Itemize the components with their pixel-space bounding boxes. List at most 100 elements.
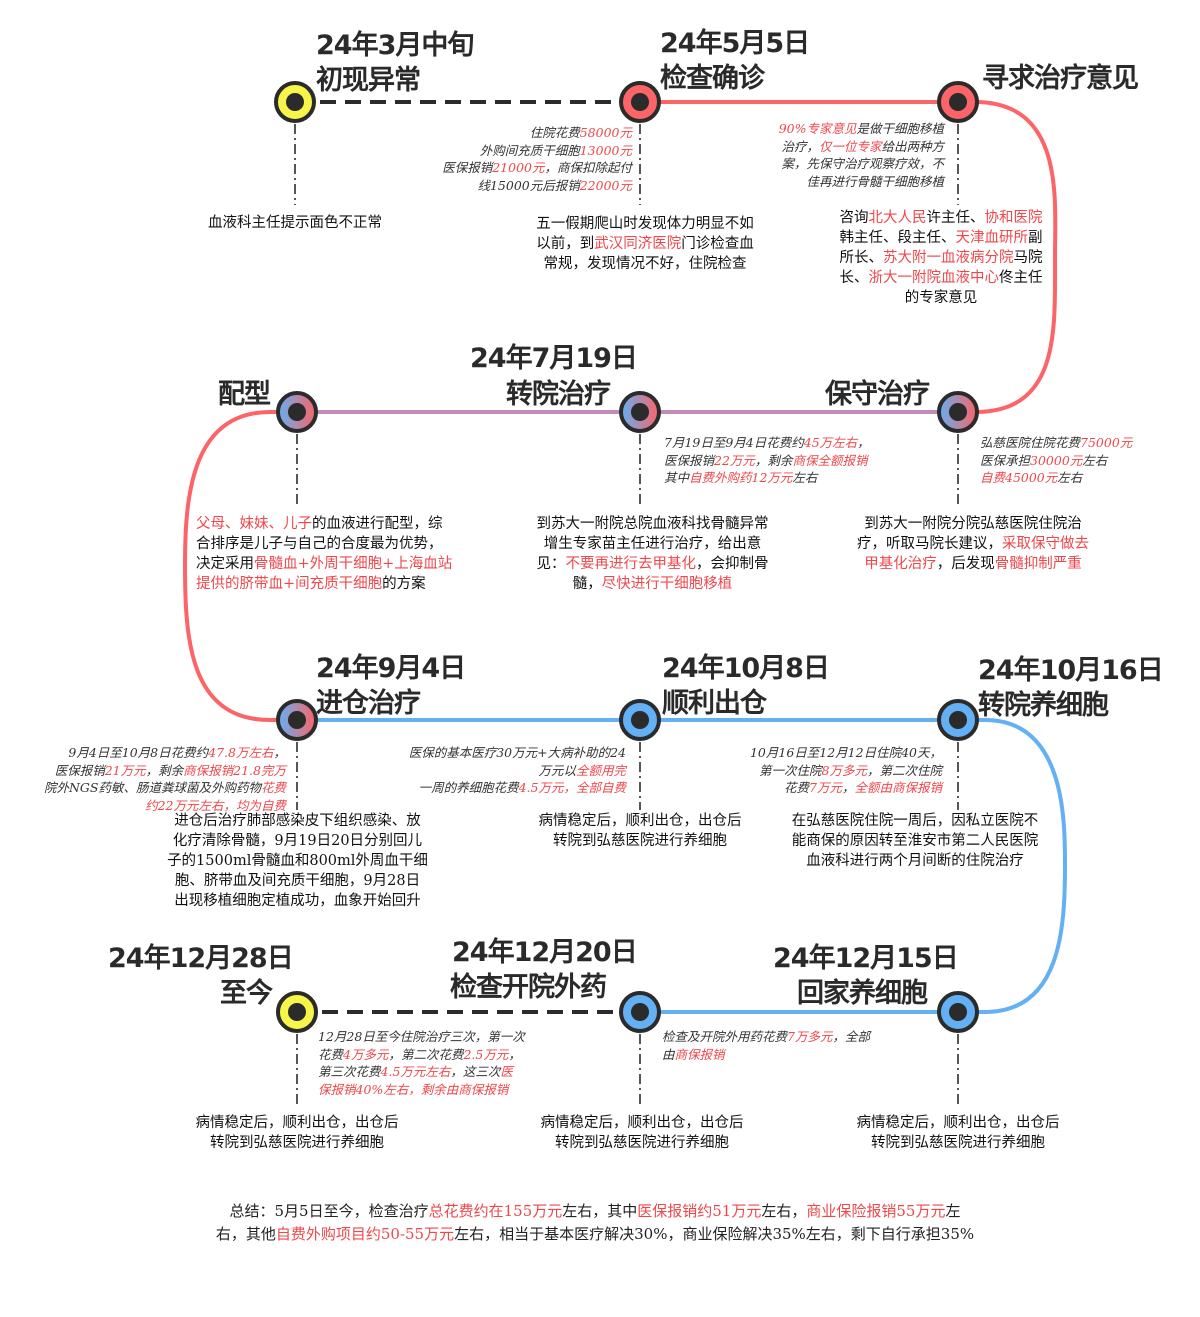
text-segment: 韩主任、段主任、 — [839, 230, 956, 246]
text-segment: 案，先保守治疗观察疗效，不 — [781, 156, 944, 171]
text-segment: 12月28日至今住院治疗三次，第一次 — [318, 1029, 525, 1044]
text-segment: 所长、 — [839, 250, 884, 266]
highlight-text: 90%专家意见 — [778, 121, 857, 136]
highlight-text: 医 — [500, 1064, 513, 1079]
highlight-text: 58000元 — [579, 125, 632, 140]
text-segment: 五一假期爬山时发现体力明显不如 — [536, 216, 754, 232]
highlight-text: 全额由商保报销 — [854, 780, 942, 795]
highlight-text: 自费外购项目约50-55万元 — [275, 1225, 455, 1243]
cost-note: 9月4日至10月8日花费约47.8万左右，医保报销21万元，剩余商保报销21.8… — [20, 744, 286, 814]
text-segment: 院外NGS药敏、肠道粪球菌及外购药物 — [43, 780, 261, 795]
text-segment: 弘慈医院住院花费 — [980, 435, 1081, 450]
milestone-label: 初现异常 — [316, 65, 421, 96]
event-description: 进仓后治疗肺部感染皮下组织感染、放化疗清除骨髓，9月19日20日分别回儿子的15… — [160, 811, 435, 911]
milestone-label: 检查确诊 — [660, 63, 765, 94]
text-segment: ， — [508, 1046, 521, 1062]
milestone-label: 顺利出仓 — [662, 688, 767, 719]
timeline-node — [937, 81, 979, 123]
highlight-text: 骨髓血+外周干细胞+上海血站 — [254, 556, 453, 572]
highlight-text: 2.5万元 — [463, 1046, 509, 1062]
text-segment: ，会抑制骨 — [696, 556, 769, 572]
highlight-text: 自费外购药12万元 — [689, 470, 793, 485]
text-segment: 病情稳定后，顺利出仓，出仓后 — [195, 1115, 399, 1131]
timeline-node — [619, 699, 661, 741]
cost-note: 住院花费58000元外购间充质干细胞13000元医保报销21000元，商保扣除起… — [400, 124, 632, 194]
highlight-text: 30000元 — [1030, 452, 1083, 468]
text-segment: 副 — [1028, 230, 1043, 246]
text-segment: 以前，到 — [536, 236, 595, 252]
text-segment: ，第二次住院 — [866, 762, 942, 778]
highlight-text: 父母、妹妹、儿子 — [196, 516, 312, 532]
text-segment: 佳再进行骨髓干细胞移植 — [806, 173, 944, 189]
text-segment: 胞、脐带血及间充质干细胞，9月28日 — [174, 873, 421, 889]
highlight-text: 采取保守做去 — [1002, 536, 1089, 552]
text-segment: ，全部 — [832, 1029, 870, 1044]
highlight-text: 4万多元 — [343, 1046, 389, 1062]
text-segment: ，剩余 — [145, 762, 184, 778]
curve-red-right — [958, 100, 1058, 414]
text-segment: 子的1500ml骨髓血和800ml外周血干细 — [167, 853, 428, 869]
highlight-text: 自费45000元 — [980, 470, 1058, 485]
event-description: 病情稳定后，顺利出仓，出仓后转院到弘慈医院进行养细胞 — [838, 1113, 1078, 1153]
text-segment: 医保报销 — [442, 160, 493, 175]
text-segment: 病情稳定后，顺利出仓，出仓后 — [856, 1115, 1060, 1131]
milestone-label: 寻求治疗意见 — [982, 63, 1139, 94]
highlight-text: 4.5万元，全部自费 — [518, 780, 626, 795]
event-description: 病情稳定后，顺利出仓，出仓后转院到弘慈医院进行养细胞 — [520, 811, 760, 851]
text-segment: 决定采用 — [196, 556, 254, 572]
text-segment: 花费 — [318, 1046, 344, 1062]
text-segment: ，这三次 — [450, 1064, 501, 1079]
text-segment: 门诊检查血 — [681, 236, 754, 252]
milestone-label: 回家养细胞 — [797, 978, 928, 1009]
highlight-text: 天津血研所 — [955, 230, 1029, 246]
highlight-text: 商保全额报销 — [792, 452, 868, 468]
text-segment: 转院到弘慈医院进行养细胞 — [553, 833, 727, 849]
text-segment: 的专家意见 — [904, 290, 978, 306]
event-description: 到苏大一附院总院血液科找骨髓异常增生专家苗主任进行治疗，给出意见：不要再进行去甲… — [515, 514, 790, 594]
text-segment: 见： — [536, 556, 566, 572]
timeline-node — [276, 699, 318, 741]
text-segment: 医保的基本医疗30万元+大病补助的24 — [408, 745, 626, 760]
text-segment: 咨询 — [839, 210, 869, 226]
event-description: 咨询北大人民许主任、协和医院韩主任、段主任、天津血研所副所长、苏大附一血液病分院… — [826, 208, 1056, 308]
text-segment: 第一次住院 — [759, 762, 822, 778]
text-segment: 转院到弘慈医院进行养细胞 — [555, 1135, 729, 1151]
highlight-text: 约22万元左右，均为自费 — [145, 797, 286, 813]
milestone-date: 24年7月19日 — [470, 343, 638, 374]
highlight-text: 骨髓抑制严重 — [994, 556, 1082, 572]
event-description: 到苏大一附院分院弘慈医院住院治疗，听取马院长建议，采取保守做去甲基化治疗，后发现… — [838, 514, 1108, 574]
text-segment: 医保报销 — [664, 452, 715, 468]
text-segment: 是做干细胞移植 — [856, 121, 944, 136]
text-segment: 治疗， — [781, 138, 819, 154]
text-segment: ， — [841, 780, 855, 795]
highlight-text: 4.5万元左右 — [380, 1064, 451, 1079]
milestone-label: 配型 — [218, 379, 271, 410]
timeline-node — [276, 991, 318, 1033]
highlight-text: 仅一位专家 — [818, 138, 882, 154]
text-segment: 到苏大一附院总院血液科找骨髓异常 — [536, 516, 769, 532]
highlight-text: 武汉同济医院 — [594, 236, 682, 252]
text-segment: 到苏大一附院分院弘慈医院住院治 — [864, 516, 1082, 532]
text-segment: 左 — [945, 1202, 961, 1220]
text-segment: 外购间充质干细胞 — [479, 142, 580, 158]
milestone-date: 24年10月16日 — [978, 655, 1164, 686]
text-segment: 化疗清除骨髓，9月19日20日分别回儿 — [172, 833, 423, 849]
milestone-date: 24年10月8日 — [662, 653, 830, 684]
milestone-label: 保守治疗 — [825, 379, 930, 410]
highlight-text: 45万左右 — [803, 435, 858, 450]
text-segment: 住院花费 — [529, 125, 580, 140]
text-segment: 病情稳定后，顺利出仓，出仓后 — [538, 813, 742, 829]
highlight-text: 总花费约在155万元 — [428, 1202, 563, 1220]
highlight-text: 浙大一附院血液中心 — [868, 270, 1000, 286]
timeline-node — [937, 991, 979, 1033]
highlight-text: 保报销40%左右，剩余由商保报销 — [318, 1081, 509, 1097]
highlight-text: 7万元 — [809, 780, 842, 795]
text-segment: 线15000元后报销 — [477, 177, 580, 193]
highlight-text: 甲基化治疗 — [864, 556, 937, 572]
highlight-text: 47.8万左右 — [208, 745, 274, 760]
timeline-node — [619, 81, 661, 123]
text-segment: 7月19日至9月4日花费约 — [664, 435, 804, 450]
milestone-date: 24年9月4日 — [316, 653, 466, 684]
text-segment: 左右 — [792, 470, 818, 485]
